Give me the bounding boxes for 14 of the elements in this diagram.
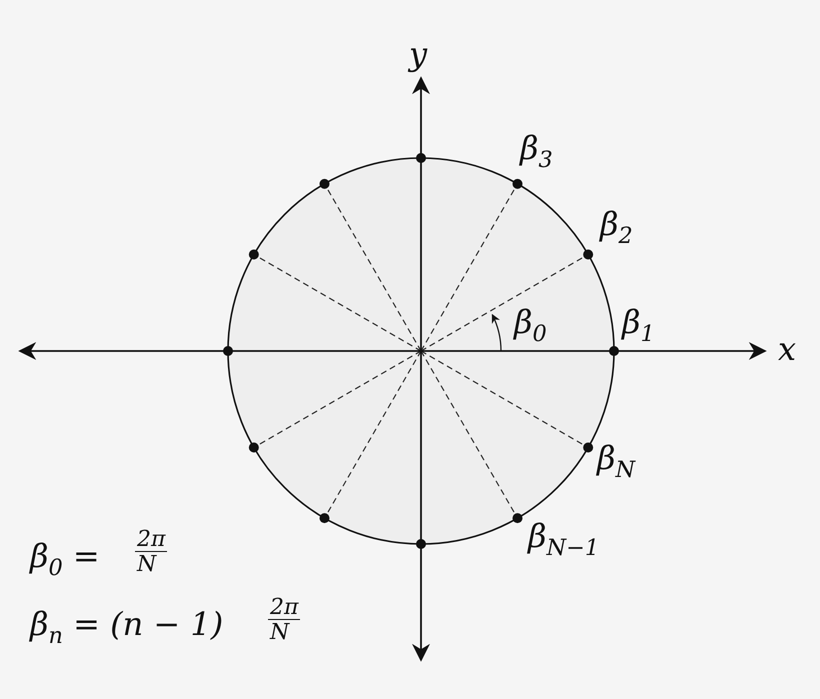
fraction-denominator: N <box>268 621 291 644</box>
angle-label: β$_{0}$ <box>514 306 547 346</box>
point-label: β$_{N}$ <box>597 442 636 482</box>
fraction-denominator: N <box>136 553 158 576</box>
point-label: β$_{2}$ <box>600 208 633 248</box>
point-label: β$_{3}$ <box>520 132 553 172</box>
point-label: β$_{1}$ <box>622 306 655 346</box>
fraction-numerator: 2π <box>268 596 300 620</box>
fraction-numerator: 2π <box>135 528 168 552</box>
axis-label: y <box>409 38 428 70</box>
axis-label: x <box>778 333 796 365</box>
formula-text: β$_{n}$ = (n − 1) <box>30 608 224 648</box>
formula-text: β$_{0}$ = <box>30 540 100 580</box>
point-label: β$_{N−1}$ <box>528 520 600 560</box>
